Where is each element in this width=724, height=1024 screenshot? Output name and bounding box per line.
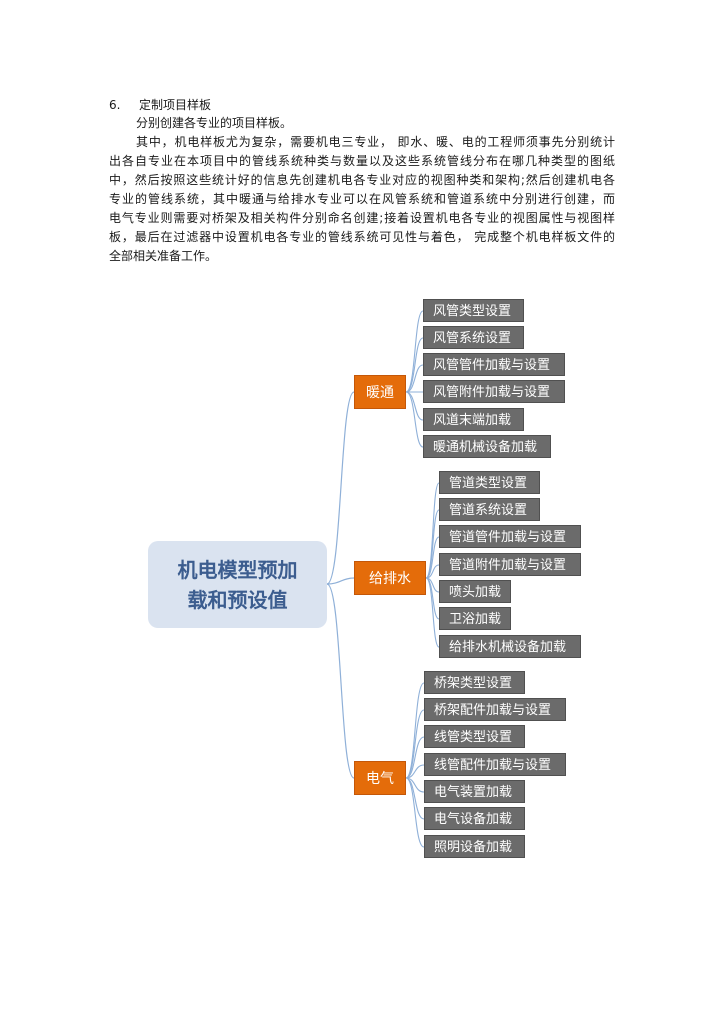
section-number: 6. <box>109 98 121 112</box>
intro-line: 分别创建各专业的项目样板。 <box>136 116 293 130</box>
leaf-item: 管道管件加载与设置 <box>439 525 581 548</box>
section-heading: 6. 定制项目样板 <box>109 97 211 113</box>
paragraph-line: 出各自专业在本项目中的管线系统种类与数量以及这些系统管线分布在哪几种类型的图纸 <box>109 154 615 168</box>
leaf-item: 线管配件加载与设置 <box>424 753 566 776</box>
connector-root-electrical <box>326 583 355 779</box>
root-title-line2: 载和预设值 <box>187 587 288 612</box>
leaf-item: 照明设备加载 <box>424 835 525 858</box>
leaf-item: 给排水机械设备加载 <box>439 635 581 658</box>
paragraph-line: 中，然后按照这些统计好的信息先创建机电各专业对应的视图种类和架构;然后创建机电各 <box>109 173 615 187</box>
connectors-electrical <box>405 682 425 848</box>
mindmap-root: 机电模型预加 载和预设值 <box>148 541 327 628</box>
leaf-item: 风管类型设置 <box>423 299 524 322</box>
category-plumbing: 给排水 <box>354 561 426 595</box>
leaf-item: 风道末端加载 <box>423 408 524 431</box>
leaf-item: 管道系统设置 <box>439 498 540 521</box>
leaf-item: 风管管件加载与设置 <box>423 353 565 376</box>
leaf-item: 卫浴加载 <box>439 607 511 630</box>
section-title: 定制项目样板 <box>139 98 212 112</box>
category-electrical: 电气 <box>354 761 406 795</box>
leaf-item: 管道附件加载与设置 <box>439 553 581 576</box>
paragraph-line: 电气专业则需要对桥架及相关构件分别命名创建;接着设置机电各专业的视图属性与视图样 <box>109 211 615 225</box>
leaf-item: 风管系统设置 <box>423 326 524 349</box>
leaf-item: 线管类型设置 <box>424 725 525 748</box>
paragraph-line: 其中，机电样板尤为复杂，需要机电三专业， 即水、暖、电的工程师须事先分别统计 <box>136 135 615 149</box>
leaf-item: 风管附件加载与设置 <box>423 380 565 403</box>
leaf-item: 桥架类型设置 <box>424 671 525 694</box>
category-hvac: 暖通 <box>354 375 406 409</box>
connectors-plumbing <box>425 482 440 648</box>
connector-root-plumbing <box>326 577 355 585</box>
paragraph-line: 全部相关准备工作。 <box>109 249 218 263</box>
leaf-item: 电气装置加载 <box>424 780 525 803</box>
leaf-item: 喷头加载 <box>439 580 511 603</box>
root-title-line1: 机电模型预加 <box>177 557 298 582</box>
leaf-item: 桥架配件加载与设置 <box>424 698 566 721</box>
leaf-item: 管道类型设置 <box>439 471 540 494</box>
connectors-hvac <box>405 310 424 448</box>
leaf-item: 暖通机械设备加载 <box>423 435 551 458</box>
connector-root-hvac <box>326 391 355 585</box>
leaf-item: 电气设备加载 <box>424 807 525 830</box>
paragraph-line: 板，最后在过滤器中设置机电各专业的管线系统可见性与着色， 完成整个机电样板文件的 <box>109 230 615 244</box>
paragraph-line: 专业的管线系统，其中暖通与给排水专业可以在风管系统和管道系统中分别进行创建，而 <box>109 192 615 206</box>
